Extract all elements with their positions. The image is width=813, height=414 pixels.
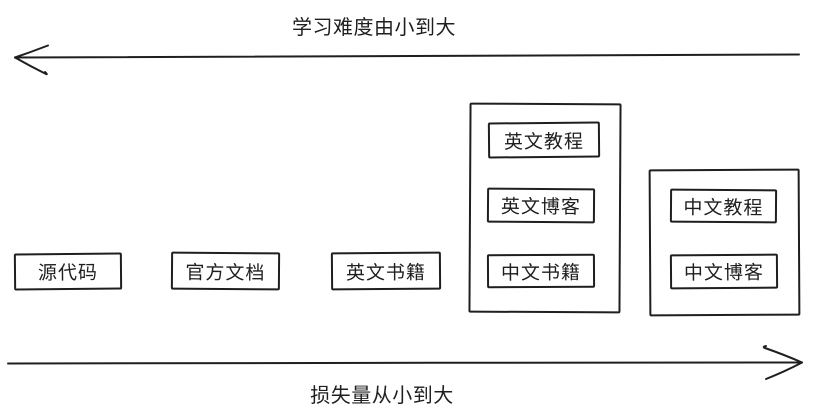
box-chinese-tutorials: 中文教程 xyxy=(669,188,778,224)
box-english-books: 英文书籍 xyxy=(330,251,442,291)
right-arrow-icon xyxy=(7,345,803,380)
top-axis-label: 学习难度由小到大 xyxy=(292,17,456,39)
box-official-docs: 官方文档 xyxy=(170,251,281,291)
left-arrow-icon xyxy=(14,44,800,76)
box-chinese-books: 中文书籍 xyxy=(486,253,596,289)
box-chinese-blogs: 中文博客 xyxy=(669,253,779,290)
bottom-axis-label: 损失量从小到大 xyxy=(310,385,454,407)
box-english-blogs: 英文博客 xyxy=(486,187,596,224)
box-source-code: 源代码 xyxy=(13,252,123,291)
box-english-tutorials: 英文教程 xyxy=(487,121,601,159)
